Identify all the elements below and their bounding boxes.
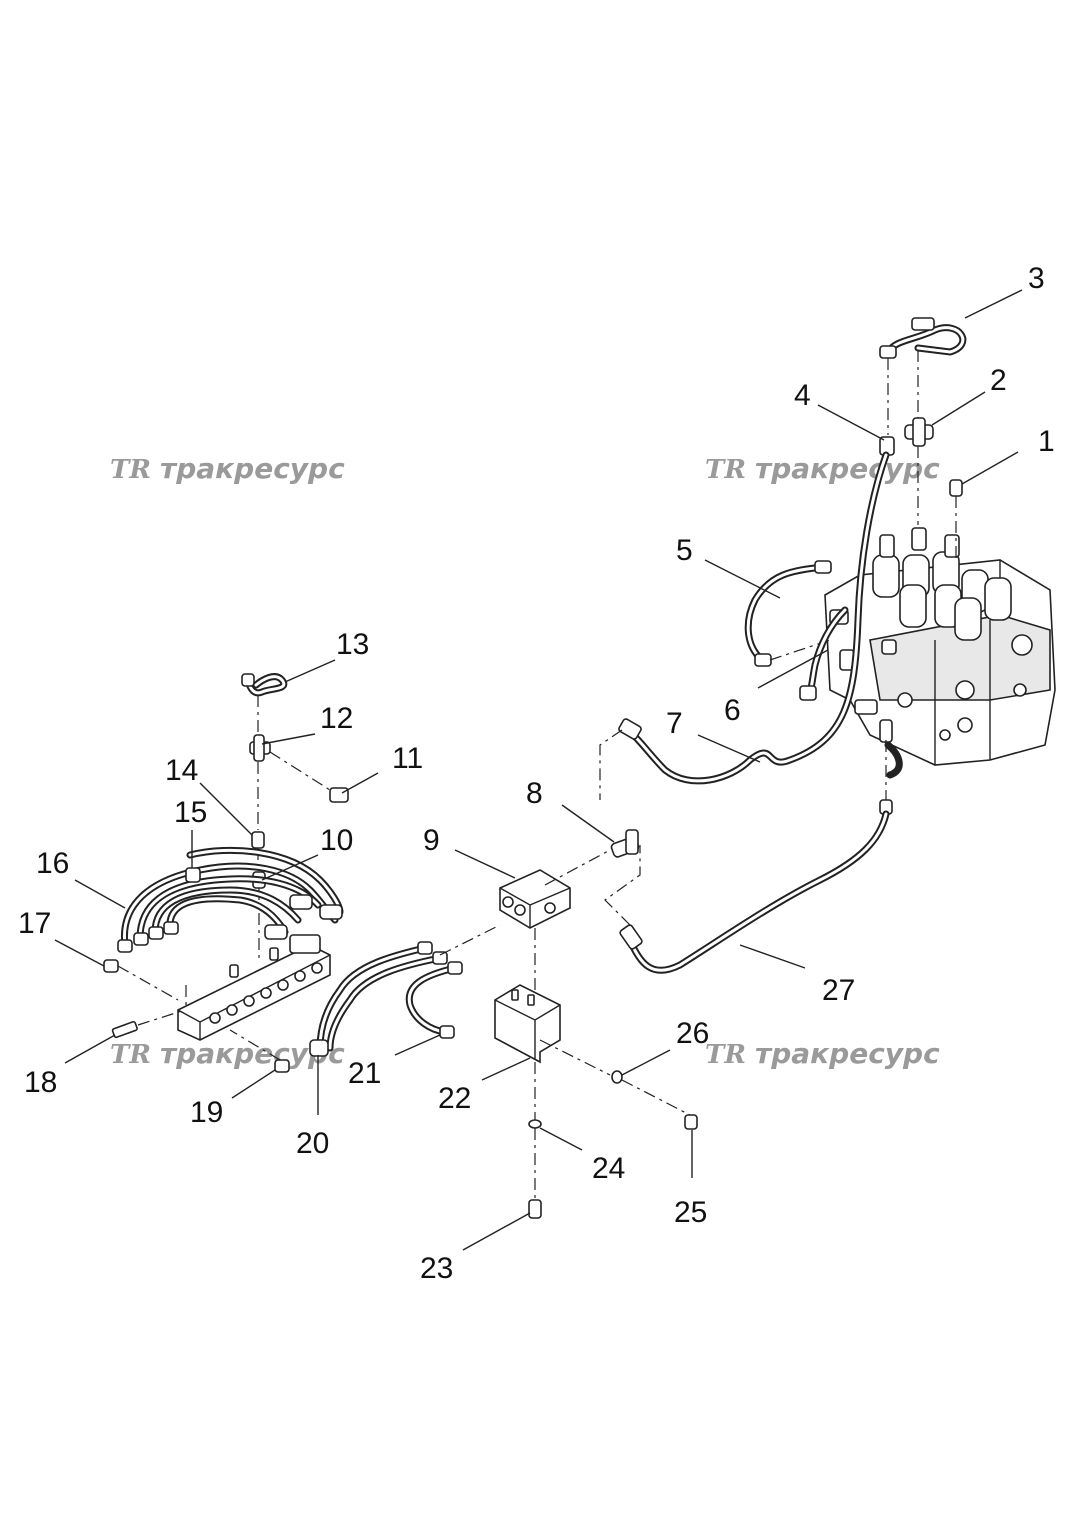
callout-10: 10: [320, 824, 353, 857]
callout-24: 24: [592, 1152, 625, 1185]
part-27-hose: [604, 740, 903, 974]
part-3-hose: [879, 317, 967, 435]
callout-7: 7: [666, 707, 683, 740]
distribution-manifold: [177, 934, 331, 1041]
callout-17: 17: [18, 907, 51, 940]
part-2-tee-fitting: [904, 350, 934, 525]
part-6-hose: [799, 606, 849, 701]
watermark-logo: TR: [110, 455, 151, 485]
part-7-hose: [599, 451, 890, 800]
callout-25: 25: [674, 1196, 707, 1229]
part-12-tee: [249, 734, 331, 830]
watermark-top-left: TR тракресурс: [110, 452, 345, 485]
watermark-text: тракресурс: [160, 452, 345, 485]
callout-3: 3: [1028, 262, 1045, 295]
callout-8: 8: [526, 777, 543, 810]
part-18-bolt: [111, 985, 187, 1039]
watermark-logo: TR: [705, 1040, 746, 1070]
callout-20: 20: [296, 1127, 329, 1160]
part-9-manifold: [499, 849, 611, 995]
watermark-text: тракресурс: [755, 1037, 940, 1070]
part-21-hose-bundle: [316, 924, 501, 1052]
part-11-fitting: [329, 787, 349, 803]
callout-23: 23: [420, 1252, 453, 1285]
part-23-bolt: [528, 1199, 542, 1219]
part-26-washer: [611, 1070, 691, 1116]
part-19-plug: [229, 1029, 290, 1073]
callout-labels: 1 2 3 4 5 6 7 8 9 10 11 12 13 14 15 16 1…: [18, 262, 1055, 1285]
callout-27: 27: [822, 974, 855, 1007]
callout-22: 22: [438, 1082, 471, 1115]
callout-13: 13: [336, 628, 369, 661]
watermark-bottom-right: TR тракресурс: [705, 1037, 940, 1070]
part-10-fitting: [252, 871, 266, 960]
part-8-elbow-fitting: [610, 829, 640, 858]
part-25-bolt: [684, 1114, 698, 1130]
callout-21: 21: [348, 1057, 381, 1090]
watermark-top-right: TR тракресурс: [705, 452, 940, 485]
callout-26: 26: [676, 1017, 709, 1050]
callout-12: 12: [320, 702, 353, 735]
leader-lines: [54, 289, 1023, 1251]
callout-9: 9: [423, 824, 440, 857]
callout-16: 16: [36, 847, 69, 880]
control-valve-block: [824, 527, 1056, 766]
part-20-elbow: [309, 1039, 329, 1057]
part-16-hose-group: [117, 846, 344, 953]
callout-5: 5: [676, 534, 693, 567]
callout-11: 11: [392, 742, 423, 775]
callout-15: 15: [174, 796, 207, 829]
part-22-bracket: [494, 984, 611, 1120]
part-15-fitting: [185, 867, 201, 883]
part-13-hose: [241, 673, 288, 740]
callout-19: 19: [190, 1096, 223, 1129]
watermark-logo: TR: [110, 1040, 151, 1070]
part-17-plug: [103, 959, 179, 1001]
watermark-logo: TR: [705, 455, 746, 485]
part-1-fitting: [949, 479, 963, 560]
callout-18: 18: [24, 1066, 57, 1099]
part-24-washer: [528, 1119, 542, 1200]
callout-2: 2: [990, 364, 1007, 397]
callout-1: 1: [1038, 425, 1055, 458]
part-5-hose: [744, 560, 832, 667]
callout-14: 14: [165, 754, 198, 787]
callout-6: 6: [724, 694, 741, 727]
callout-4: 4: [794, 379, 811, 412]
solenoid-row: [872, 527, 1012, 641]
watermark-text: тракресурс: [755, 452, 940, 485]
